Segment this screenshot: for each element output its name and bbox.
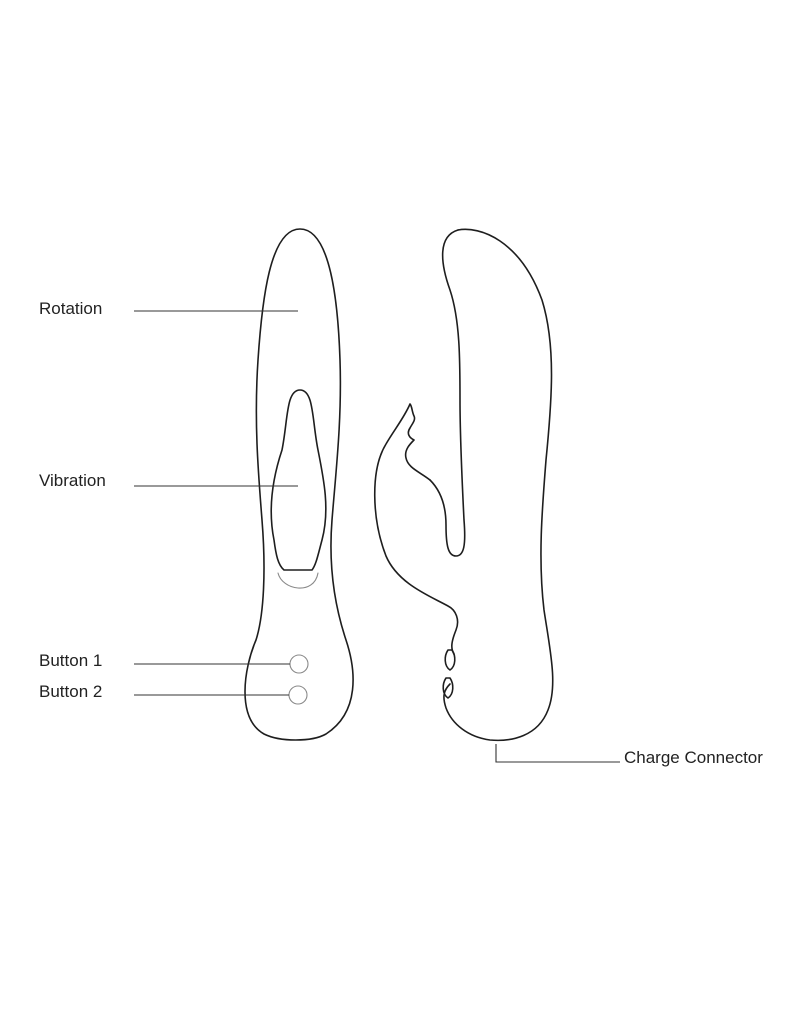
device-front-view <box>244 228 354 741</box>
button-2-circle[interactable] <box>288 685 308 705</box>
front-inner-window <box>270 389 327 571</box>
label-button-2: Button 2 <box>39 682 103 701</box>
charge-leader-line <box>495 744 620 763</box>
side-shaft-outline <box>443 228 554 742</box>
label-rotation: Rotation <box>39 299 103 318</box>
front-body-outline <box>244 228 354 741</box>
label-button-1: Button 1 <box>39 651 103 670</box>
front-window-base <box>277 572 319 589</box>
label-vibration: Vibration <box>39 471 106 490</box>
device-side-view <box>373 228 554 742</box>
side-button-2[interactable] <box>442 677 454 699</box>
side-button-1[interactable] <box>444 649 456 671</box>
side-clitoral-arm <box>373 403 459 655</box>
button-1-circle[interactable] <box>289 654 309 674</box>
leader-lines <box>134 310 620 763</box>
side-shaft-inner-edge <box>429 229 466 557</box>
label-charge-connector: Charge Connector <box>624 748 763 767</box>
